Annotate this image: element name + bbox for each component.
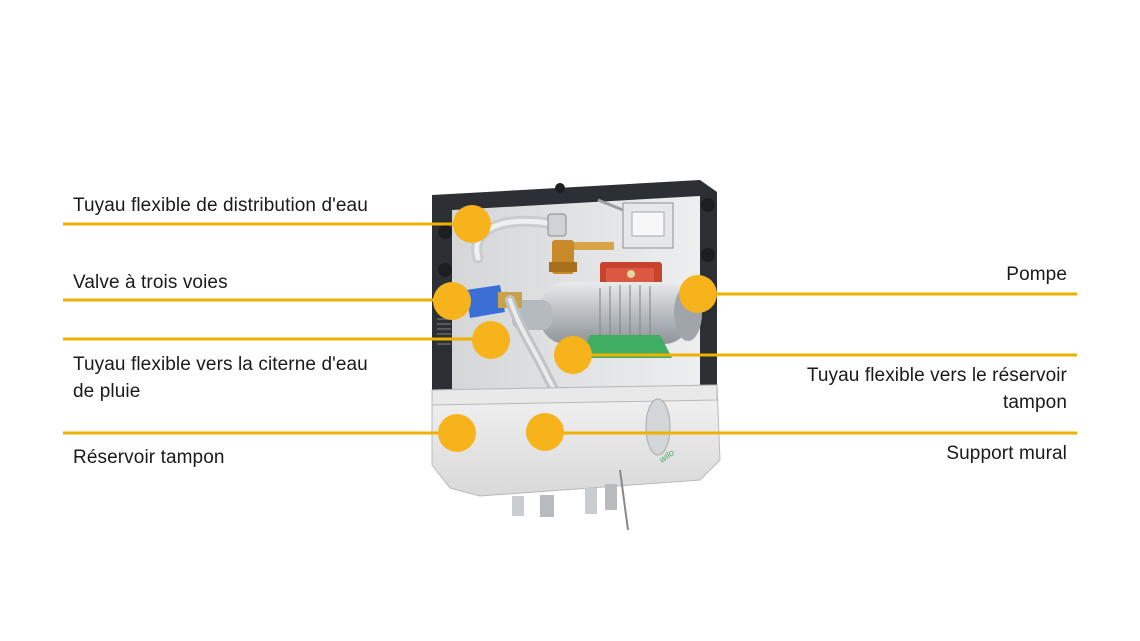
callout-dot-wall-support <box>526 413 564 451</box>
control-module <box>597 198 674 249</box>
label-buffer-tank: Réservoir tampon <box>73 447 225 468</box>
buffer-tank-shape: wilo <box>431 384 721 497</box>
callout-dots <box>433 205 717 452</box>
label-wall-support: Support mural <box>946 443 1067 464</box>
label-distribution-hose: Tuyau flexible de distribution d'eau <box>73 195 368 216</box>
rainwater-hose-shape <box>505 295 565 405</box>
pump-body <box>512 282 702 358</box>
callout-dot-distribution-hose <box>453 205 491 243</box>
callout-dot-buffer-hose <box>554 336 592 374</box>
distribution-hose-shape <box>471 213 567 264</box>
outlet-pipes <box>512 469 629 531</box>
brass-fitting <box>549 240 614 274</box>
callout-dot-rainwater-hose <box>472 321 510 359</box>
callout-lines <box>63 222 1077 435</box>
label-three-way-valve: Valve à trois voies <box>73 272 228 293</box>
callout-dot-buffer-tank <box>438 414 476 452</box>
label-buffer-hose-line2: tampon <box>1003 392 1067 413</box>
label-rainwater-hose-line1: Tuyau flexible vers la citerne d'eau <box>73 354 368 375</box>
callout-dot-pump <box>679 275 717 313</box>
label-rainwater-hose-line2: de pluie <box>73 381 141 402</box>
callout-dot-three-way-valve <box>433 282 471 320</box>
label-pump: Pompe <box>1006 264 1067 285</box>
label-buffer-hose-line1: Tuyau flexible vers le réservoir <box>806 365 1067 386</box>
